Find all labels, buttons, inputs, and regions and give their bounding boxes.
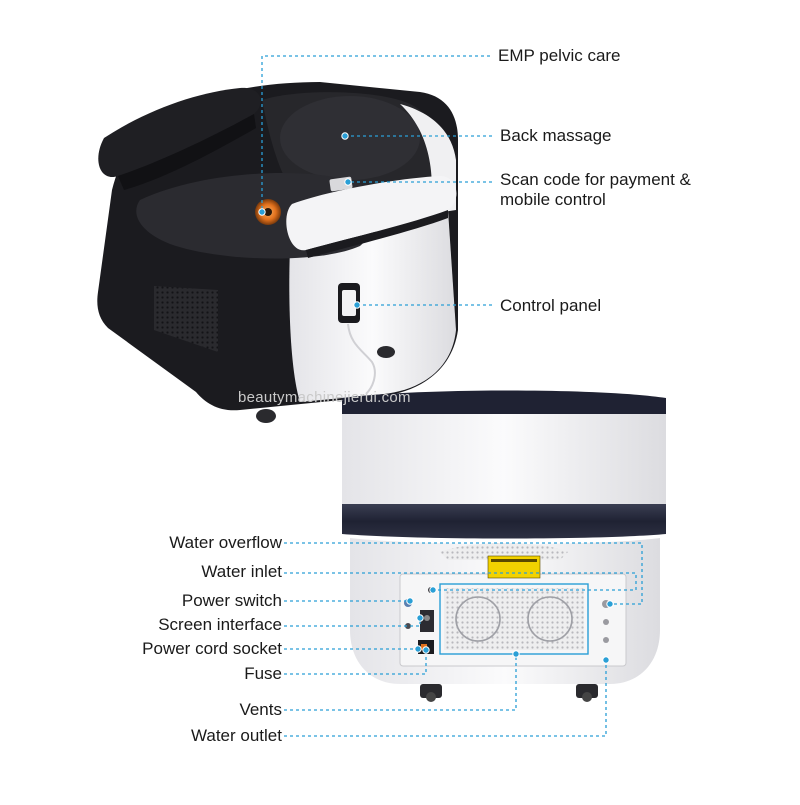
back-upper-panel [342, 414, 666, 504]
callout-water-outlet: Water outlet [190, 726, 282, 745]
leader-dot-back [341, 132, 349, 140]
chair-front-view [97, 82, 458, 423]
back-top-cap [342, 390, 666, 416]
callout-emp-pelvic-care: EMP pelvic care [498, 46, 621, 65]
callout-power-switch: Power switch [181, 591, 282, 610]
leader-dot-screen [416, 614, 424, 622]
leader-dot-emp [258, 208, 266, 216]
chair-back-view [342, 390, 666, 702]
watermark: beautymachinejierui.com [238, 389, 411, 406]
leader-inlet [284, 572, 637, 591]
leader-dot-cord [414, 645, 422, 653]
leader-dot-scan [344, 178, 352, 186]
leader-dot-outlet [602, 656, 610, 664]
leader-dot-fuse [422, 646, 430, 654]
back-dark-band [342, 504, 666, 539]
aux-port [405, 623, 411, 629]
screen-interface-pin [424, 615, 430, 621]
callout-scan-code-line1: Scan code for payment & [500, 170, 691, 189]
fan-vent-grill [444, 588, 584, 650]
callout-scan-code-line2: mobile control [500, 190, 606, 209]
right-armrest-trim [306, 210, 448, 258]
leader-fuse [284, 650, 427, 675]
callout-control-panel: Control panel [500, 296, 602, 315]
right-port-low [603, 637, 609, 643]
fan-left [455, 596, 501, 642]
leader-dot-overflow [606, 600, 614, 608]
callout-screen-interface: Screen interface [158, 615, 282, 634]
warning-label-stripe [491, 559, 537, 562]
control-panel-cable [347, 323, 376, 395]
back-wheel-left [420, 684, 442, 698]
callout-back-massage: Back massage [500, 126, 612, 145]
rear-wheel [377, 346, 395, 358]
callout-power-cord-socket: Power cord socket [142, 639, 282, 658]
leader-overflow [284, 542, 643, 605]
callout-water-overflow: Water overflow [169, 533, 282, 552]
callout-fuse: Fuse [244, 664, 282, 683]
back-massage-pad [280, 96, 420, 180]
callout-water-inlet: Water inlet [201, 562, 282, 581]
right-armrest [286, 176, 457, 251]
left-armrest [98, 87, 261, 178]
leader-outlet [284, 660, 607, 737]
fan-right [527, 596, 573, 642]
emp-pelvic-center [264, 208, 272, 216]
back-wheel-right-hub [582, 692, 592, 702]
callout-leaders [258, 55, 643, 737]
back-wheel-right [576, 684, 598, 698]
side-grill [154, 286, 218, 352]
leader-dot-inlet [429, 586, 437, 594]
right-port-mid [603, 619, 609, 625]
chair-front-panel [289, 210, 456, 402]
leader-emp [261, 55, 490, 212]
leader-dot-vents [512, 650, 520, 658]
left-armrest-edge [118, 114, 256, 190]
callout-vents: Vents [239, 700, 282, 719]
control-panel-screen [342, 290, 356, 316]
front-wheel [256, 409, 276, 423]
leader-dot-panel [353, 301, 361, 309]
back-wheel-left-hub [426, 692, 436, 702]
leader-dot-power [406, 597, 414, 605]
